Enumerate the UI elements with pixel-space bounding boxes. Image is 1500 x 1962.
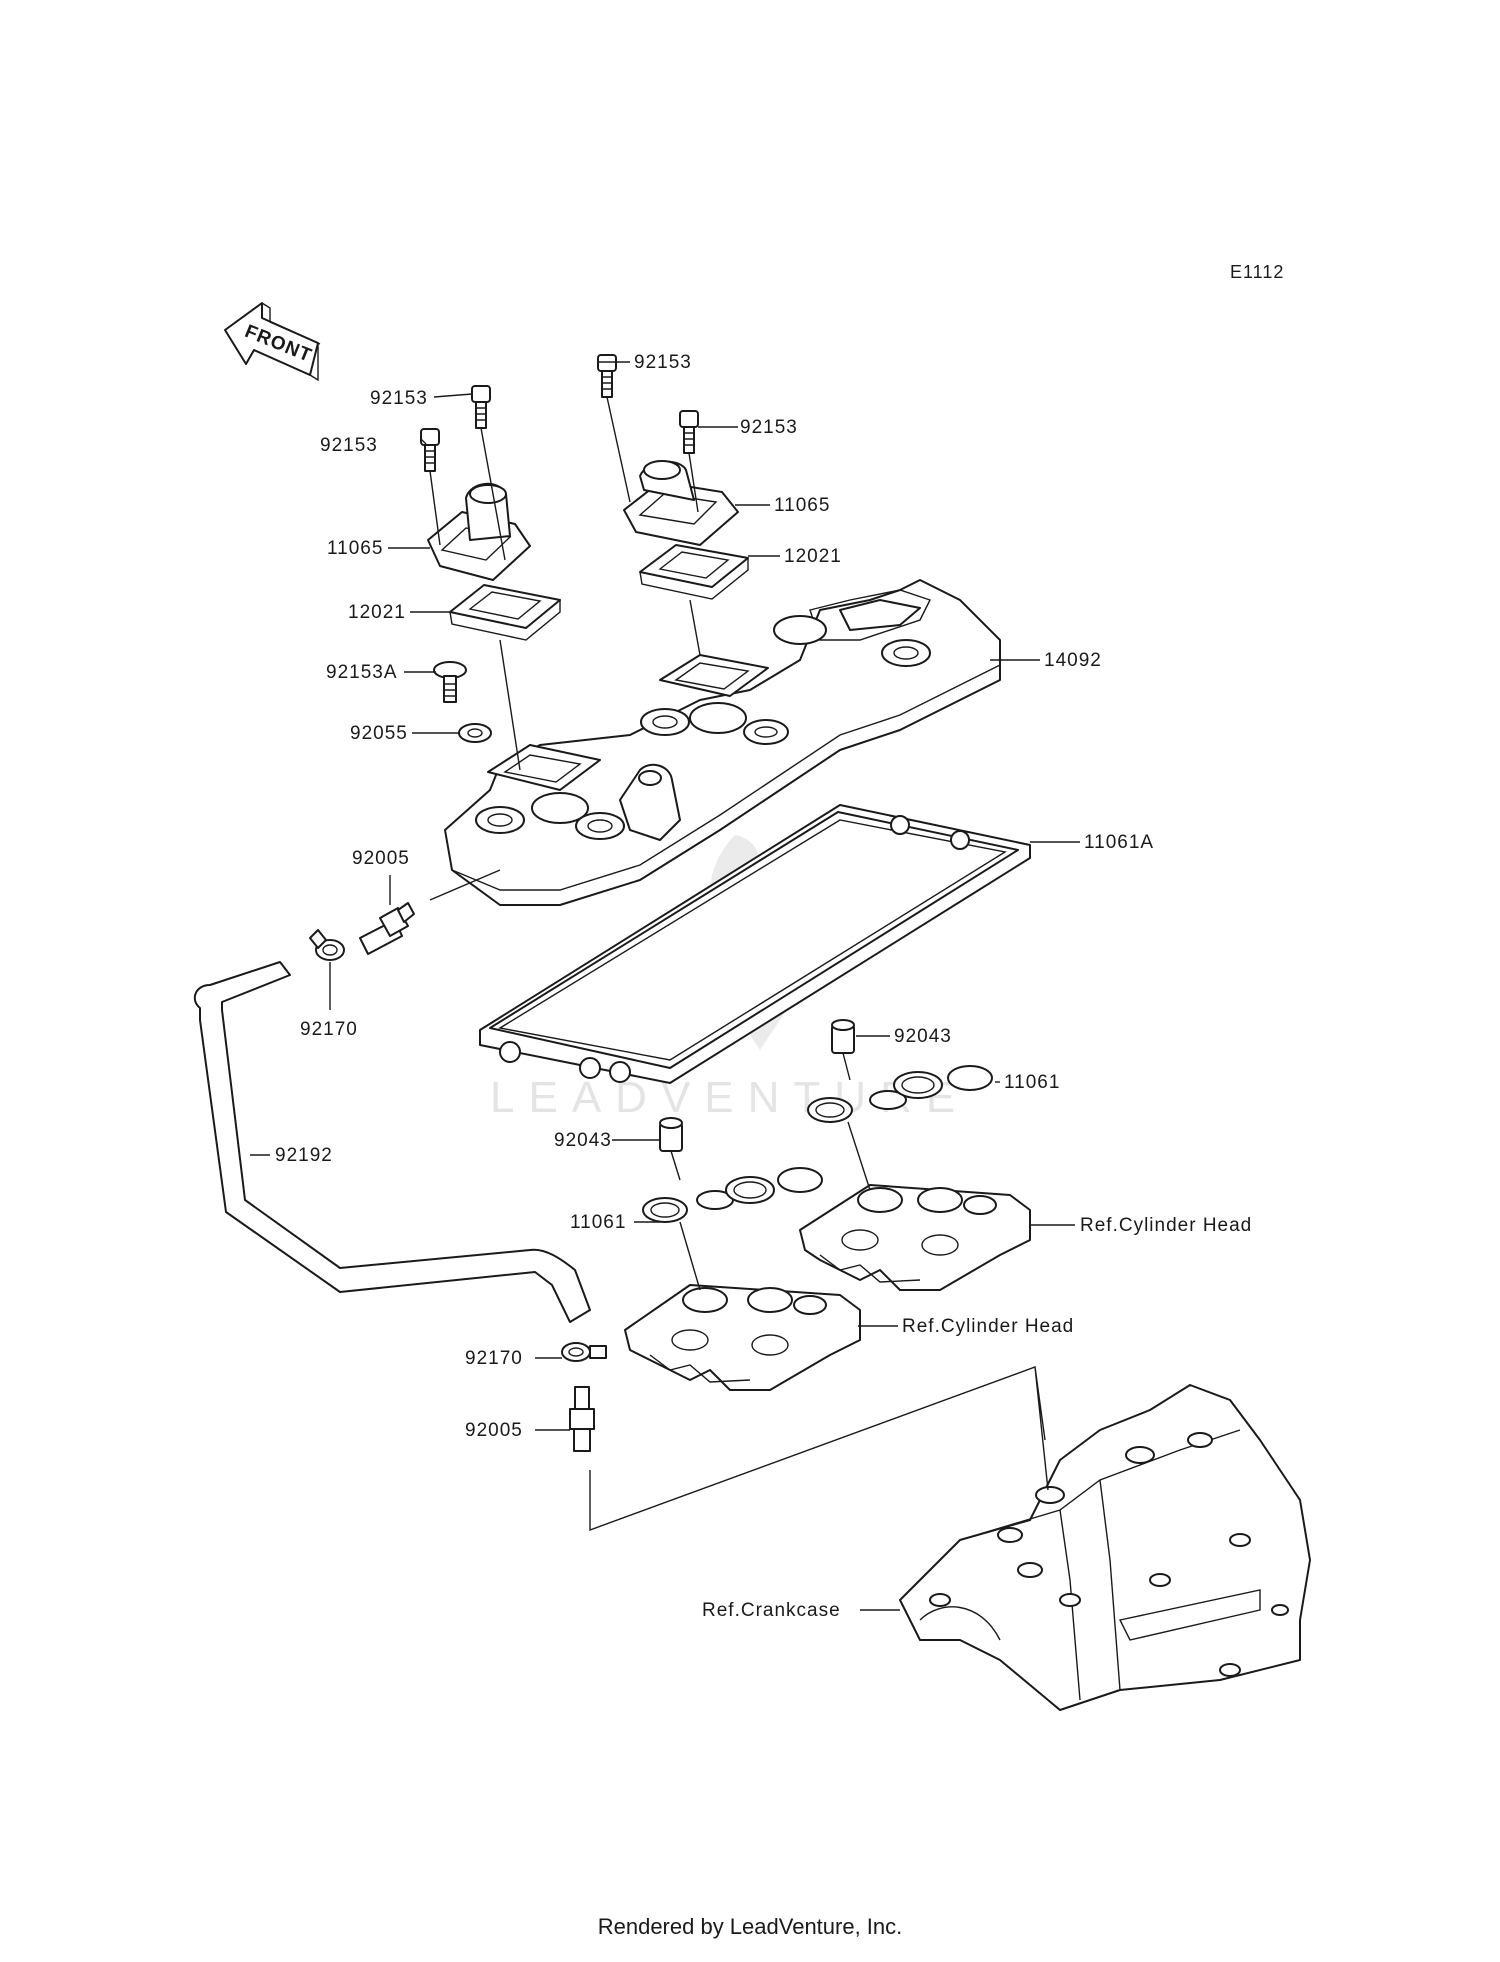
gasket-11061-right	[807, 1065, 993, 1123]
breather-cover-11065-left	[427, 483, 531, 581]
gasket-11061-left	[642, 1167, 823, 1223]
bolt-92153-left-a	[471, 385, 491, 429]
label-11061-left: 11061	[570, 1212, 626, 1233]
label-92055: 92055	[350, 723, 408, 744]
label-12021-right: 12021	[784, 546, 842, 567]
part-labels: 92153 92153 92153 92153 11065 11065 1202…	[275, 352, 1252, 1621]
label-14092: 14092	[1044, 650, 1102, 671]
breather-cover-11065-right	[623, 460, 739, 546]
label-12021-left: 12021	[348, 602, 406, 623]
bolt-92153-right-a	[597, 354, 617, 398]
ref-cylinder-head-left	[624, 1284, 861, 1391]
ref-crankcase	[899, 1384, 1311, 1711]
label-92153-c: 92153	[634, 352, 692, 373]
head-cover-gasket-11061A	[479, 804, 1031, 1084]
bolt-92153A	[433, 661, 467, 703]
label-ref-crankcase: Ref.Crankcase	[702, 1600, 841, 1621]
bolt-92153-right-b	[679, 410, 699, 454]
hose-clamp-92170-bottom	[561, 1342, 607, 1362]
label-11061-right: 11061	[1004, 1072, 1060, 1093]
label-92153-b: 92153	[320, 435, 378, 456]
fitting-92005-bottom	[569, 1386, 595, 1452]
dowel-92043-left	[659, 1117, 683, 1152]
label-92153A: 92153A	[326, 662, 398, 683]
label-92043-right: 92043	[894, 1026, 952, 1047]
label-92005-top: 92005	[352, 848, 410, 869]
label-92170-top: 92170	[300, 1019, 358, 1040]
leader-lines	[250, 361, 1080, 1611]
bolt-92153-left-b	[420, 428, 440, 472]
gasket-12021-right	[639, 544, 749, 600]
label-92192: 92192	[275, 1145, 333, 1166]
dowel-92043-right	[831, 1019, 855, 1054]
footer-credit: Rendered by LeadVenture, Inc.	[597, 1914, 903, 1939]
ref-cylinder-head-right	[799, 1184, 1031, 1291]
fitting-92005-top	[359, 902, 415, 955]
gasket-12021-left	[449, 584, 561, 641]
label-11061A: 11061A	[1084, 832, 1154, 853]
label-11065-left: 11065	[327, 538, 383, 559]
hose-clamp-92170-top	[309, 929, 345, 961]
label-11065-right: 11065	[774, 495, 830, 516]
label-92153-a: 92153	[370, 388, 428, 409]
label-ref-cylinder-head-left: Ref.Cylinder Head	[902, 1316, 1074, 1337]
label-92043-left: 92043	[554, 1130, 612, 1151]
label-ref-cylinder-head-right: Ref.Cylinder Head	[1080, 1215, 1252, 1236]
washer-92055	[458, 723, 492, 743]
diagram-code: E1112	[1230, 262, 1285, 282]
front-arrow-icon: FRONT	[224, 302, 321, 382]
label-92005-bottom: 92005	[465, 1420, 523, 1441]
cylinder-head-cover-14092	[444, 579, 1001, 906]
label-92153-d: 92153	[740, 417, 798, 438]
label-92170-bottom: 92170	[465, 1348, 523, 1369]
breather-hose-92192	[193, 961, 591, 1323]
